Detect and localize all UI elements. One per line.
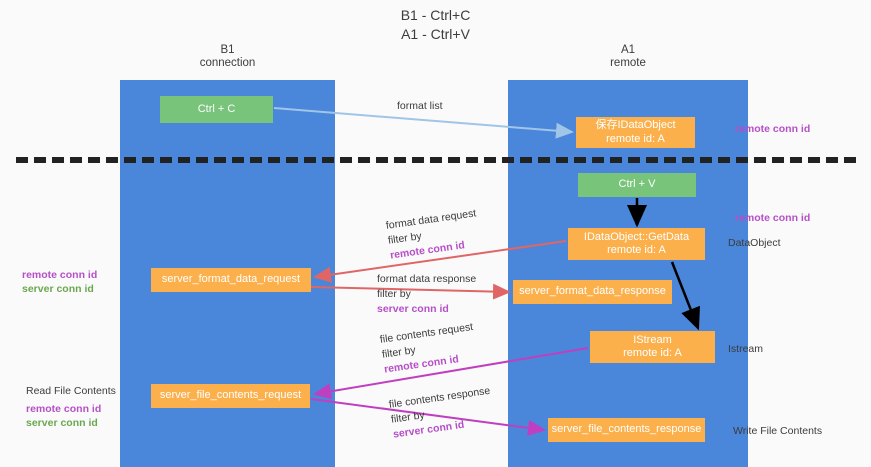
box-ctrl-v-label: Ctrl + V: [618, 178, 656, 191]
lane-b1-subtitle: connection: [199, 57, 256, 69]
label-text: Istream: [728, 343, 764, 355]
page-title: B1 - Ctrl+C A1 - Ctrl+V: [0, 6, 871, 44]
filter-prefix: filter by: [377, 288, 411, 300]
box-server-file-contents-response[interactable]: server_file_contents_response: [548, 418, 705, 442]
title-line-1: B1 - Ctrl+C: [400, 7, 471, 23]
box-istream-line2: remote id: A: [623, 347, 682, 359]
box-idataobject[interactable]: 保存IDataObject remote id: A: [576, 117, 695, 148]
box-istream[interactable]: IStream remote id: A: [590, 331, 715, 363]
label-text: remote conn id: [735, 123, 811, 135]
box-server-file-contents-response-label: server_file_contents_response: [551, 423, 702, 436]
box-istream-line1: IStream: [633, 333, 672, 346]
box-server-format-data-response[interactable]: server_format_data_response: [513, 280, 672, 304]
label-left-read-file-contents: Read File Contents: [26, 384, 116, 398]
label-left-conn-ids-bottom: remote conn id server conn id: [26, 402, 101, 430]
box-ctrl-c[interactable]: Ctrl + C: [160, 96, 273, 123]
box-ctrl-v[interactable]: Ctrl + V: [578, 173, 696, 197]
label-remote-conn-id: remote conn id: [22, 269, 98, 281]
box-getdata-line1: IDataObject::GetData: [583, 230, 690, 243]
edge-label-format-list-text: format list: [397, 100, 443, 112]
lane-a1-subtitle: remote: [610, 57, 646, 69]
label-left-conn-ids-top: remote conn id server conn id: [22, 268, 97, 296]
title-line-2: A1 - Ctrl+V: [401, 26, 470, 42]
label-text: Write File Contents: [733, 425, 823, 437]
box-server-format-data-request[interactable]: server_format_data_request: [151, 268, 311, 292]
box-server-file-contents-request-label: server_file_contents_request: [159, 389, 302, 402]
box-idataobject-getdata[interactable]: IDataObject::GetData remote id: A: [568, 228, 705, 260]
box-server-format-data-request-label: server_format_data_request: [161, 273, 301, 286]
lane-header-a1: A1 remote: [508, 44, 748, 70]
edge-label-format-list: format list: [397, 99, 443, 114]
filter-key-server-conn-id: server conn id: [377, 303, 449, 315]
edge-label-file-contents-request: file contents request filter by remote c…: [379, 320, 478, 378]
label-right-remote-conn-id-mid: remote conn id: [735, 211, 810, 225]
lane-header-b1: B1 connection: [120, 44, 335, 70]
box-idataobject-line1: 保存IDataObject: [595, 119, 676, 131]
box-getdata-line2: remote id: A: [607, 244, 666, 256]
lane-b1-name: B1: [220, 44, 235, 56]
label-remote-conn-id: remote conn id: [26, 403, 102, 415]
edge-label-file-contents-response: file contents response filter by server …: [388, 384, 495, 443]
lane-a1-name: A1: [620, 44, 636, 56]
label-server-conn-id: server conn id: [22, 283, 94, 295]
box-idataobject-line2: remote id: A: [606, 132, 665, 145]
edge-label-format-data-request: format data request filter by remote con…: [385, 206, 481, 263]
box-ctrl-c-label: Ctrl + C: [197, 102, 236, 115]
box-server-format-data-response-label: server_format_data_response: [519, 285, 666, 298]
label-right-istream: Istream: [728, 342, 763, 356]
label-text: Read File Contents: [26, 385, 116, 397]
label-right-dataobject: DataObject: [728, 236, 781, 250]
label-right-remote-conn-id-top: remote conn id: [735, 122, 810, 136]
edge-label-format-data-response-text: format data response: [377, 273, 477, 285]
section-divider: [16, 157, 856, 163]
label-server-conn-id: server conn id: [26, 417, 98, 429]
label-text: remote conn id: [735, 212, 811, 224]
label-right-write-file-contents: Write File Contents: [733, 424, 822, 438]
box-server-file-contents-request[interactable]: server_file_contents_request: [151, 384, 310, 408]
label-text: DataObject: [728, 237, 781, 249]
edge-label-format-data-response: format data response filter by server co…: [377, 272, 476, 317]
edge-label-format-data-response-filter: filter by server conn id: [377, 287, 476, 317]
